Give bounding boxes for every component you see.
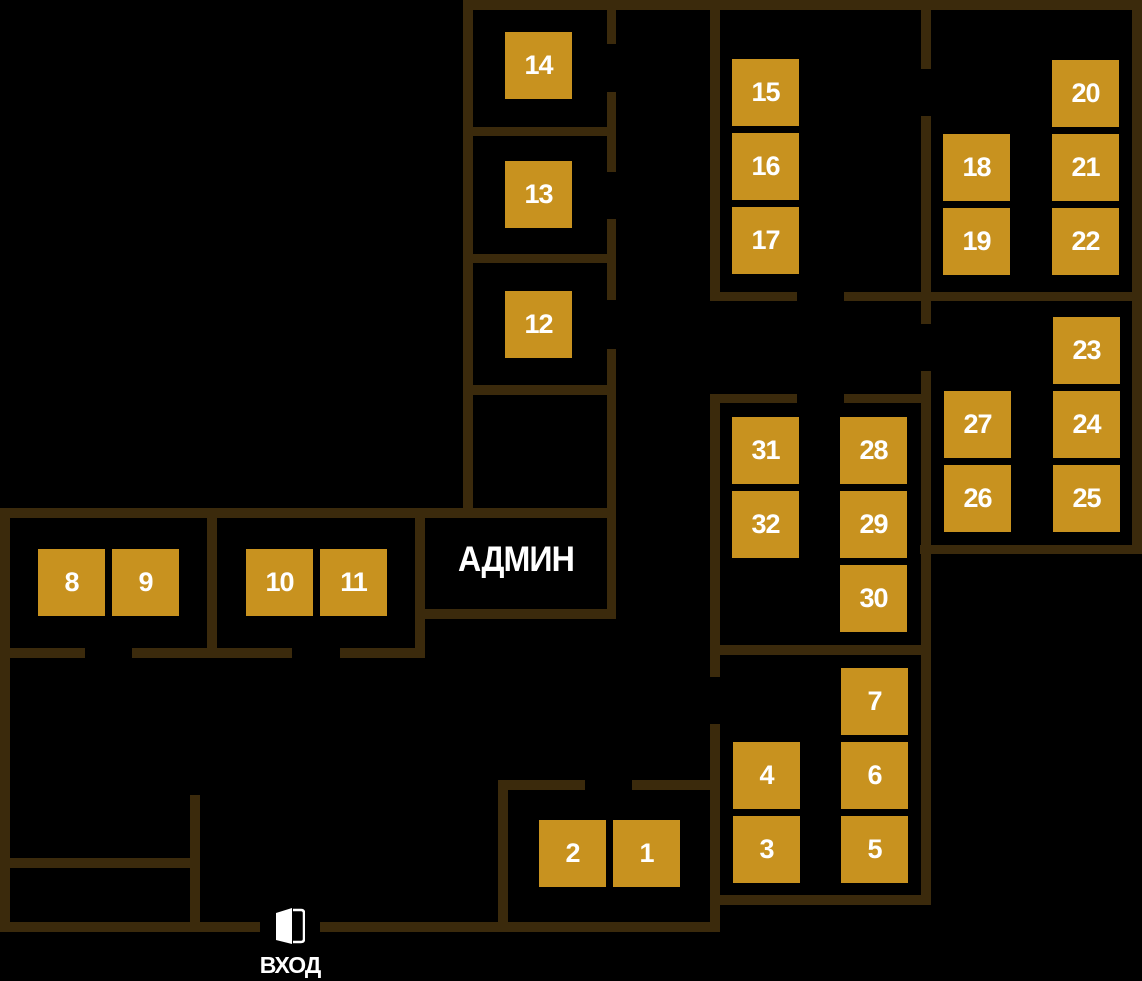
seat-14[interactable]: 14 — [505, 32, 572, 99]
wall — [340, 648, 425, 658]
wall — [0, 508, 616, 518]
wall — [710, 0, 720, 301]
seat-1[interactable]: 1 — [613, 820, 680, 887]
seat-25[interactable]: 25 — [1053, 465, 1120, 532]
seat-13[interactable]: 13 — [505, 161, 572, 228]
door-icon — [276, 908, 305, 944]
seat-30[interactable]: 30 — [840, 565, 907, 632]
wall — [632, 780, 720, 790]
seat-26[interactable]: 26 — [944, 465, 1011, 532]
seat-27[interactable]: 27 — [944, 391, 1011, 458]
wall — [607, 349, 616, 619]
wall — [607, 219, 616, 300]
admin-room-label: АДМИН — [457, 540, 575, 579]
wall — [320, 922, 720, 932]
seat-11[interactable]: 11 — [320, 549, 387, 616]
seat-9[interactable]: 9 — [112, 549, 179, 616]
seat-17[interactable]: 17 — [732, 207, 799, 274]
seat-10[interactable]: 10 — [246, 549, 313, 616]
seat-12[interactable]: 12 — [505, 291, 572, 358]
wall — [710, 645, 931, 655]
wall — [710, 292, 797, 301]
seat-23[interactable]: 23 — [1053, 317, 1120, 384]
wall — [921, 545, 931, 905]
wall — [207, 508, 217, 658]
wall — [921, 116, 931, 324]
wall — [415, 508, 425, 658]
seat-3[interactable]: 3 — [733, 816, 800, 883]
wall — [0, 508, 10, 932]
entrance-label: ВХОД — [259, 952, 321, 978]
wall — [498, 780, 585, 790]
wall — [0, 648, 85, 658]
wall — [132, 648, 292, 658]
seat-18[interactable]: 18 — [943, 134, 1010, 201]
seat-24[interactable]: 24 — [1053, 391, 1120, 458]
wall — [921, 0, 931, 69]
wall — [710, 394, 797, 403]
seat-2[interactable]: 2 — [539, 820, 606, 887]
seat-16[interactable]: 16 — [732, 133, 799, 200]
wall — [607, 92, 616, 172]
seat-22[interactable]: 22 — [1052, 208, 1119, 275]
wall — [463, 0, 1142, 10]
seat-4[interactable]: 4 — [733, 742, 800, 809]
wall — [0, 858, 200, 868]
wall — [498, 780, 508, 932]
wall — [463, 385, 616, 395]
wall — [463, 254, 616, 263]
wall — [710, 895, 931, 905]
seat-20[interactable]: 20 — [1052, 60, 1119, 127]
seat-28[interactable]: 28 — [840, 417, 907, 484]
wall — [415, 609, 616, 619]
seat-31[interactable]: 31 — [732, 417, 799, 484]
seat-15[interactable]: 15 — [732, 59, 799, 126]
wall — [844, 394, 931, 403]
wall — [844, 292, 1142, 301]
wall — [921, 371, 931, 561]
wall — [463, 127, 616, 136]
wall — [0, 922, 260, 932]
seat-7[interactable]: 7 — [841, 668, 908, 735]
seat-32[interactable]: 32 — [732, 491, 799, 558]
seat-21[interactable]: 21 — [1052, 134, 1119, 201]
wall — [710, 724, 720, 932]
seat-19[interactable]: 19 — [943, 208, 1010, 275]
seat-5[interactable]: 5 — [841, 816, 908, 883]
wall — [1132, 0, 1142, 553]
seat-6[interactable]: 6 — [841, 742, 908, 809]
wall — [920, 545, 1142, 554]
seat-29[interactable]: 29 — [840, 491, 907, 558]
seat-8[interactable]: 8 — [38, 549, 105, 616]
wall — [710, 394, 720, 677]
wall — [607, 0, 616, 44]
